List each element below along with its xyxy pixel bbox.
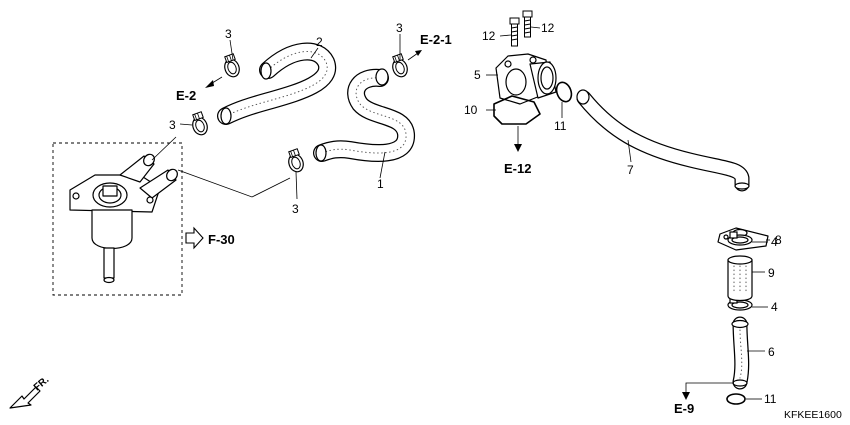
hose-2 [217, 42, 337, 125]
callout-8: 8 [775, 233, 782, 247]
water-outlet-5 [495, 53, 557, 105]
ref-e12: E-12 [504, 161, 531, 176]
leaders-left [151, 34, 401, 200]
callout-9: 9 [768, 266, 775, 280]
clamp-4-upper [727, 231, 753, 246]
diagram-code: KFKEE1600 [784, 409, 842, 421]
callout-12-right: 12 [541, 21, 555, 35]
leaders-right [486, 26, 770, 400]
o-ring-11-upper [555, 81, 573, 103]
callout-11-upper: 11 [554, 119, 567, 133]
clamp-3-upper-right [388, 52, 411, 80]
callout-3-upper-right: 3 [396, 21, 403, 35]
hose-6 [731, 316, 750, 390]
callout-3-top: 3 [225, 27, 232, 41]
callout-5: 5 [474, 68, 481, 82]
thermostat-boundary-box [52, 142, 183, 296]
clamp-3-top [220, 52, 243, 80]
callout-11-lower: 11 [764, 392, 777, 406]
hose-1 [313, 68, 415, 163]
hose-9 [727, 255, 753, 302]
callout-4-upper: 4 [771, 235, 778, 249]
callout-2: 2 [316, 35, 323, 49]
pipe-7 [576, 89, 750, 192]
f30-arrow-icon [185, 226, 204, 250]
bolt-12-right [522, 10, 533, 38]
o-ring-11-lower [726, 393, 746, 405]
front-direction-arrow-icon [9, 386, 41, 409]
callout-12-left: 12 [482, 29, 496, 43]
e12-arrow [514, 126, 522, 152]
callout-6: 6 [768, 345, 775, 359]
ref-e2-1: E-2-1 [420, 32, 452, 47]
bolt-12-left [509, 17, 520, 47]
e9-arrow [682, 382, 734, 400]
callout-10: 10 [464, 103, 478, 117]
ref-arrows-left [205, 50, 422, 88]
callout-3-bottom: 3 [292, 202, 299, 216]
ref-e9: E-9 [674, 401, 694, 416]
gasket-10 [493, 95, 541, 125]
clamp-3-bottom [284, 147, 307, 175]
thermostat-housing [69, 153, 178, 284]
callout-1: 1 [377, 177, 384, 191]
callout-7: 7 [627, 163, 634, 177]
ref-f30: F-30 [208, 232, 235, 247]
callout-labels: 1 2 3 3 3 3 12 12 5 10 11 7 8 4 9 4 6 11 [169, 21, 782, 406]
callout-4-lower: 4 [771, 300, 778, 314]
reference-labels: E-2-1 E-2 E-12 F-30 E-9 [176, 32, 694, 416]
ref-e2: E-2 [176, 88, 196, 103]
callout-3-left: 3 [169, 118, 176, 132]
clamp-3-left [188, 110, 211, 138]
